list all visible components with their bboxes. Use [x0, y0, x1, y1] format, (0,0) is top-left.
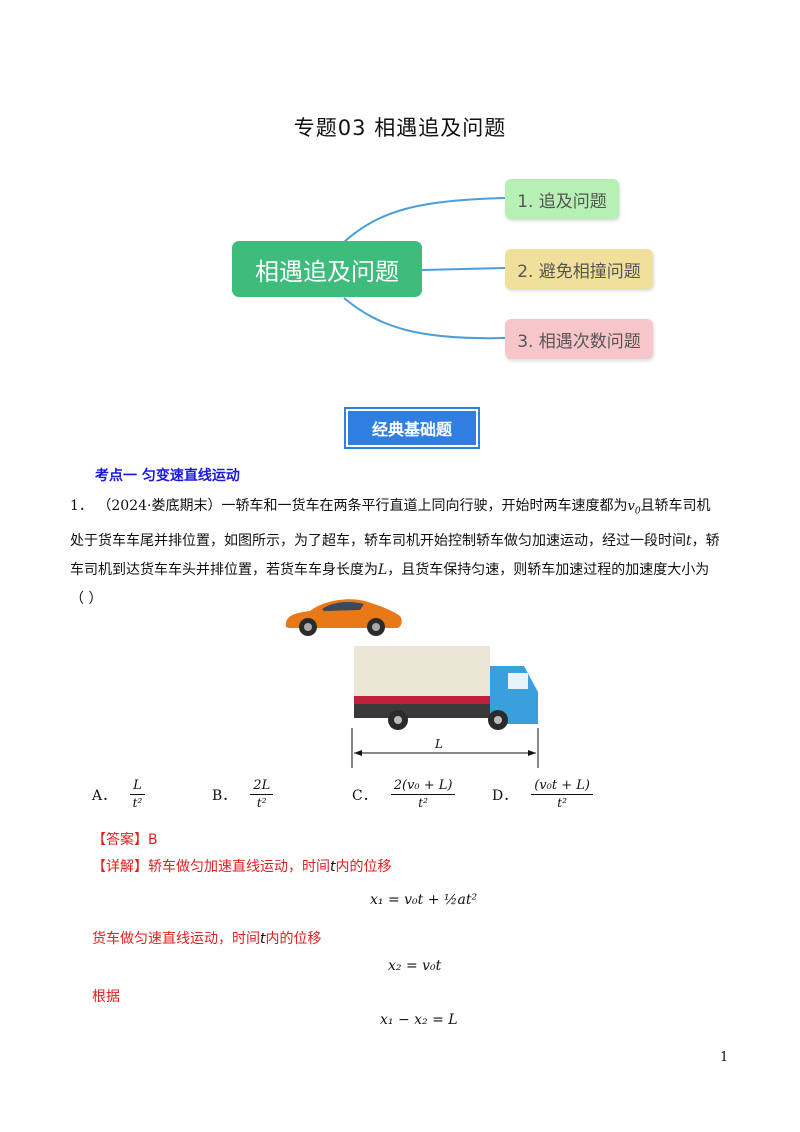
mindmap-node-avoid-collision: 2. 避免相撞问题 — [505, 249, 653, 289]
truck-illustration — [351, 646, 539, 768]
equation-1: x₁ = v₀t + ½at² — [370, 892, 478, 908]
question-number: 1． — [70, 498, 93, 514]
car-illustration — [285, 599, 402, 636]
mindmap-root: 相遇追及问题 — [232, 241, 422, 297]
mindmap-connectors — [343, 197, 506, 340]
section-title: 考点一 匀变速直线运动 — [95, 468, 240, 484]
truck-line: 货车做匀速直线运动，时间t内的位移 — [92, 931, 322, 947]
option-d[interactable]: D． (v₀t + L)t² — [492, 778, 593, 811]
page-number: 1 — [720, 1050, 729, 1065]
equation-3: x₁ − x₂ = L — [380, 1012, 458, 1028]
genju-label: 根据 — [92, 989, 120, 1005]
question-text: 1． （2024·娄底期末）一轿车和一货车在两条平行直道上同向行驶，开始时两车速… — [70, 498, 720, 607]
section-badge: 经典基础题 — [342, 405, 480, 449]
option-c-fraction: 2(v₀ + L)t² — [390, 778, 456, 811]
option-d-fraction: (v₀t + L)t² — [531, 778, 593, 811]
mindmap-node-chase: 1. 追及问题 — [505, 179, 619, 219]
detail-line: 【详解】轿车做匀加速直线运动，时间t内的位移 — [92, 859, 392, 875]
equation-2: x₂ = v₀t — [388, 958, 442, 974]
length-label: L — [435, 737, 443, 751]
badge-label: 经典基础题 — [344, 407, 480, 449]
option-c[interactable]: C． 2(v₀ + L)t² — [352, 778, 456, 811]
page-title: 专题03 相遇追及问题 — [293, 116, 507, 140]
answer-label: 【答案】B — [92, 832, 158, 848]
mindmap-node-meet-count: 3. 相遇次数问题 — [505, 319, 653, 359]
